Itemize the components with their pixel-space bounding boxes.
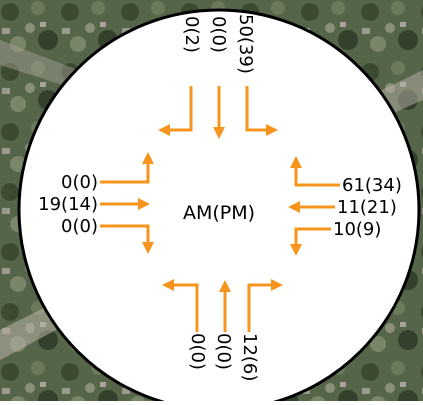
south-left-arrowhead	[162, 279, 174, 291]
east-through-volume: 11(21)	[337, 197, 397, 218]
west-left-volume: 0(0)	[61, 172, 98, 193]
east-right-arrowhead	[290, 156, 302, 168]
east-through-arrowhead	[288, 201, 300, 213]
west-through-volume: 19(14)	[38, 194, 98, 215]
south-right-turn-arrow	[247, 283, 273, 332]
east-right-turn-arrow	[294, 166, 340, 187]
west-left-arrowhead	[142, 152, 154, 164]
south-right-arrowhead	[271, 279, 283, 291]
west-left-turn-arrow	[100, 162, 150, 184]
north-right-volume: 0(2)	[181, 16, 202, 53]
east-right-volume: 61(34)	[342, 175, 402, 196]
north-right-arrowhead	[158, 124, 170, 136]
south-through-arrowhead	[219, 280, 231, 292]
west-through-arrowhead	[138, 198, 150, 210]
north-through-arrowhead	[213, 127, 225, 139]
south-right-volume: 12(6)	[239, 333, 260, 381]
west-right-volume: 0(0)	[61, 216, 98, 237]
diagram-circle	[17, 8, 421, 405]
north-left-arrowhead	[266, 124, 278, 136]
north-right-turn-arrow	[168, 86, 193, 132]
north-left-turn-arrow	[245, 86, 268, 132]
south-left-volume: 0(0)	[187, 333, 208, 370]
north-left-volume: 50(39)	[235, 14, 256, 74]
south-left-turn-arrow	[172, 283, 199, 332]
west-right-turn-arrow	[100, 224, 150, 244]
east-left-turn-arrow	[294, 227, 331, 246]
south-through-volume: 0(0)	[213, 333, 234, 370]
east-left-volume: 10(9)	[333, 219, 381, 240]
east-left-arrowhead	[290, 244, 302, 256]
center-label: AM(PM)	[183, 202, 255, 224]
north-through-volume: 0(0)	[208, 16, 229, 53]
west-right-arrowhead	[142, 242, 154, 254]
